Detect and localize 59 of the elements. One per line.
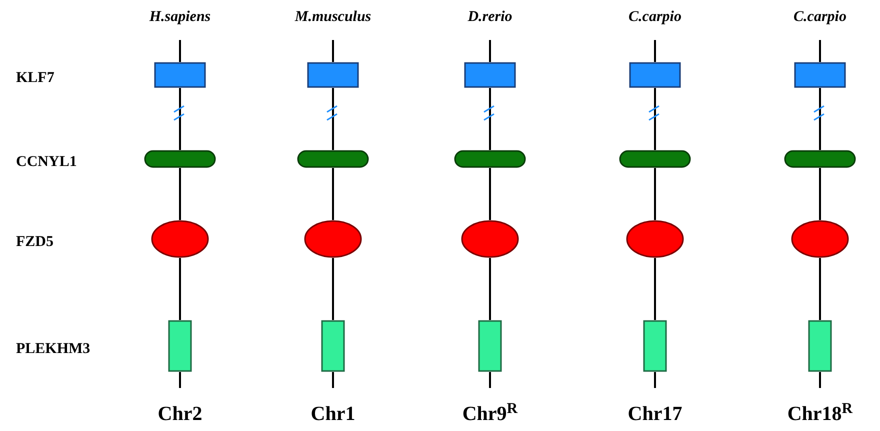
gene-ellipse [151, 220, 209, 258]
chromosome-line [179, 168, 181, 220]
chromosome-line [179, 372, 181, 388]
gene-box [629, 62, 681, 88]
chromosome-line [489, 372, 491, 388]
gene-ellipse [461, 220, 519, 258]
chromosome-line [332, 88, 334, 150]
gene-bar [297, 150, 369, 168]
gene-name: PLEKHM3 [16, 340, 90, 359]
gene-box [321, 320, 345, 372]
gene-box [478, 320, 502, 372]
chromosome-line [819, 88, 821, 150]
gene-box [808, 320, 832, 372]
chromosome-line [489, 88, 491, 150]
chromosome-line [819, 168, 821, 220]
chromosome-line [332, 372, 334, 388]
gene-box [794, 62, 846, 88]
gene-name: FZD5 [16, 233, 54, 252]
chromosome-line [489, 40, 491, 62]
species-name: C.carpio [628, 8, 682, 27]
chromosome-name: Chr9$^{R}$ [462, 404, 518, 424]
chromosome-line [332, 258, 334, 320]
gene-box [307, 62, 359, 88]
gene-name: KLF7 [16, 69, 54, 88]
chromosome-line [654, 88, 656, 150]
species-name: C.carpio [794, 8, 846, 27]
gene-ellipse [791, 220, 849, 258]
gene-bar [144, 150, 216, 168]
chromosome-line [819, 372, 821, 388]
chromosome-line [489, 258, 491, 320]
species-name: H.sapiens [149, 8, 211, 27]
chromosome-name: Chr2 [158, 404, 202, 424]
chromosome-line [654, 40, 656, 62]
gene-bar [454, 150, 526, 168]
gene-box [464, 62, 516, 88]
chromosome-line [489, 168, 491, 220]
gene-box [154, 62, 206, 88]
gene-bar [784, 150, 856, 168]
gene-box [643, 320, 667, 372]
chromosome-line [819, 258, 821, 320]
chromosome-line [654, 168, 656, 220]
chromosome-line [654, 372, 656, 388]
chromosome-line [332, 168, 334, 220]
chromosome-name: Chr1 [310, 404, 356, 424]
chromosome-name: Chr17 [628, 404, 682, 424]
gene-bar [619, 150, 691, 168]
chromosome-line [819, 40, 821, 62]
chromosome-line [179, 40, 181, 62]
species-name: M.musculus [294, 8, 372, 27]
species-name: D.rerio [468, 8, 512, 27]
gene-ellipse [626, 220, 684, 258]
chromosome-name: Chr18$^{R}$ [787, 404, 853, 424]
gene-box [168, 320, 192, 372]
chromosome-line [179, 88, 181, 150]
chromosome-line [179, 258, 181, 320]
chromosome-line [332, 40, 334, 62]
gene-name: CCNYL1 [16, 153, 77, 172]
gene-ellipse [304, 220, 362, 258]
chromosome-line [654, 258, 656, 320]
